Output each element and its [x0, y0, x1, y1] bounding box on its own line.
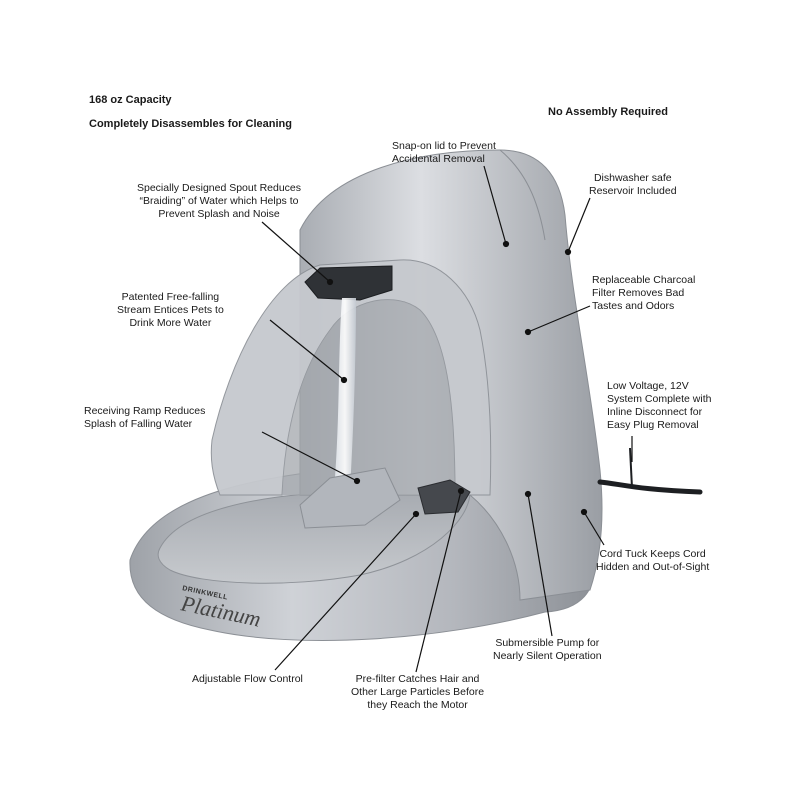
- leader-dot-prefilter: [457, 487, 465, 495]
- power-cord: [597, 479, 703, 495]
- leader-dot-snap-lid: [502, 240, 510, 248]
- water-stream: [334, 298, 356, 490]
- callout-dishwasher: Dishwasher safe Reservoir Included: [589, 172, 677, 197]
- callout-prefilter: Pre-filter Catches Hair and Other Large …: [351, 673, 485, 711]
- leader-dot-spout: [326, 278, 334, 286]
- leader-dot-dishwasher: [564, 248, 572, 256]
- callout-low-voltage: Low Voltage, 12V System Complete with In…: [607, 380, 712, 431]
- leader-dot-ramp: [353, 477, 361, 485]
- callout-cord-tuck: Cord Tuck Keeps Cord Hidden and Out-of-S…: [596, 548, 710, 573]
- leader-dot-cord-tuck: [580, 508, 588, 516]
- callout-pump: Submersible Pump for Nearly Silent Opera…: [493, 637, 602, 662]
- leader-dot-pump: [524, 490, 532, 498]
- leader-flow: [274, 513, 417, 671]
- callout-charcoal: Replaceable Charcoal Filter Removes Bad …: [592, 274, 696, 312]
- leader-dot-flow: [412, 510, 420, 518]
- leader-dot-charcoal: [524, 328, 532, 336]
- callout-spout: Specially Designed Spout Reduces “Braidi…: [137, 182, 302, 220]
- power-cord-plug: [629, 447, 633, 489]
- leader-snap-lid: [483, 165, 507, 245]
- leader-spout: [261, 221, 331, 283]
- leader-charcoal: [527, 305, 591, 333]
- capacity-label: 168 oz Capacity: [89, 94, 172, 106]
- leader-lines: [261, 165, 633, 673]
- leader-ramp: [261, 431, 358, 482]
- receiving-ramp: [299, 467, 401, 529]
- callout-stream: Patented Free-falling Stream Entices Pet…: [117, 291, 224, 329]
- arch-inner-wall: [282, 299, 455, 495]
- leader-prefilter: [415, 490, 462, 673]
- callout-ramp: Receiving Ramp Reduces Splash of Falling…: [84, 405, 206, 430]
- leader-dishwasher: [567, 197, 591, 253]
- leader-stream: [269, 319, 345, 381]
- water-bowl: [157, 491, 471, 584]
- callout-flow: Adjustable Flow Control: [192, 673, 303, 685]
- leader-cord-tuck: [583, 511, 605, 546]
- lid-seam: [499, 149, 546, 241]
- spout: [304, 265, 393, 301]
- disassembles-label: Completely Disassembles for Cleaning: [89, 118, 292, 130]
- leader-pump: [527, 493, 553, 637]
- leader-dot-stream: [340, 376, 348, 384]
- callout-snap-lid: Snap-on lid to Prevent Accidental Remova…: [392, 140, 496, 165]
- no-assembly-label: No Assembly Required: [548, 106, 669, 118]
